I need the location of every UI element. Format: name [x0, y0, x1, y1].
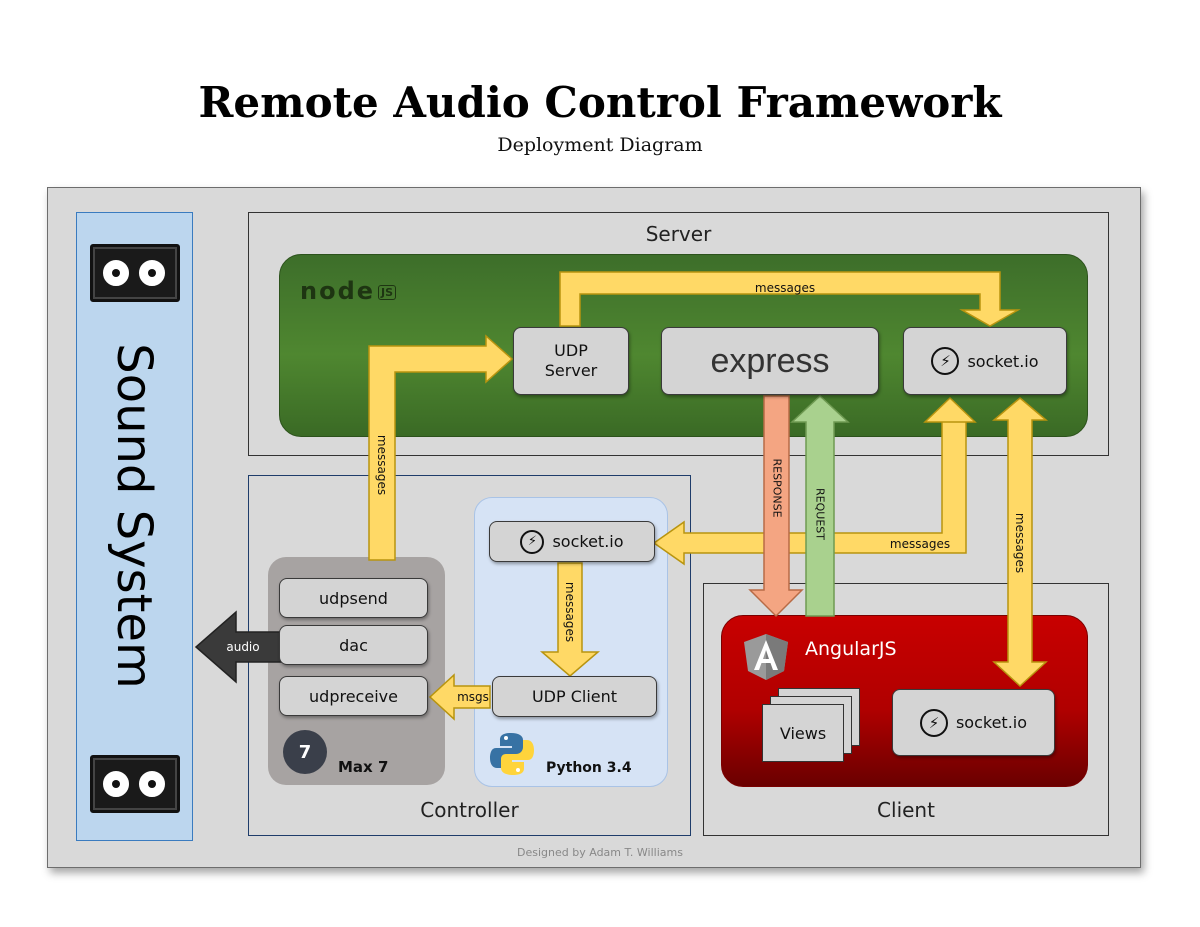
express-component: express [661, 327, 879, 395]
designer-credit: Designed by Adam T. Williams [517, 846, 683, 859]
server-label: Server [645, 222, 712, 246]
arrow-response [748, 395, 804, 618]
page-title: Remote Audio Control Framework [198, 78, 1002, 127]
arrow-audio [194, 610, 283, 684]
label-audio: audio [226, 640, 260, 654]
arrow-max-to-udp [368, 334, 514, 561]
arrow-udp-to-socket [559, 271, 1021, 327]
dac-component: dac [279, 625, 428, 665]
label-messages-top: messages [754, 281, 816, 295]
speaker-icon [90, 755, 180, 813]
python-name: Python 3.4 [546, 760, 632, 776]
speaker-icon [90, 244, 180, 302]
arrow-client-socket [991, 397, 1049, 688]
server-socket-io-component: ⚡ socket.io [903, 327, 1067, 395]
max-logo-icon: 7 [283, 730, 327, 774]
arrow-msgs [428, 673, 491, 721]
sound-system-panel [76, 212, 193, 841]
udpreceive-component: udpreceive [279, 676, 428, 716]
client-socket-io-component: ⚡ socket.io [892, 689, 1055, 756]
udp-server-component: UDP Server [513, 327, 629, 395]
arrow-request [790, 394, 850, 617]
python-logo-icon [488, 730, 536, 778]
python-socket-io-component: ⚡ socket.io [489, 521, 655, 562]
angular-name: AngularJS [805, 638, 897, 660]
udpsend-component: udpsend [279, 578, 428, 618]
client-label: Client [877, 798, 935, 822]
label-messages-python: messages [889, 537, 951, 551]
angular-logo-icon [743, 633, 789, 681]
label-msgs: msgs [457, 690, 489, 704]
arrow-head-socket-up [923, 396, 977, 423]
controller-label: Controller [420, 798, 519, 822]
page-subtitle: Deployment Diagram [497, 134, 703, 156]
socket-io-icon: ⚡ [919, 708, 948, 737]
udp-client-component: UDP Client [492, 676, 657, 717]
views-component: Views [762, 704, 844, 762]
max-name: Max 7 [338, 758, 389, 776]
socket-io-icon: ⚡ [520, 529, 545, 554]
arrow-python-internal [539, 562, 601, 677]
socket-io-icon: ⚡ [931, 347, 960, 375]
